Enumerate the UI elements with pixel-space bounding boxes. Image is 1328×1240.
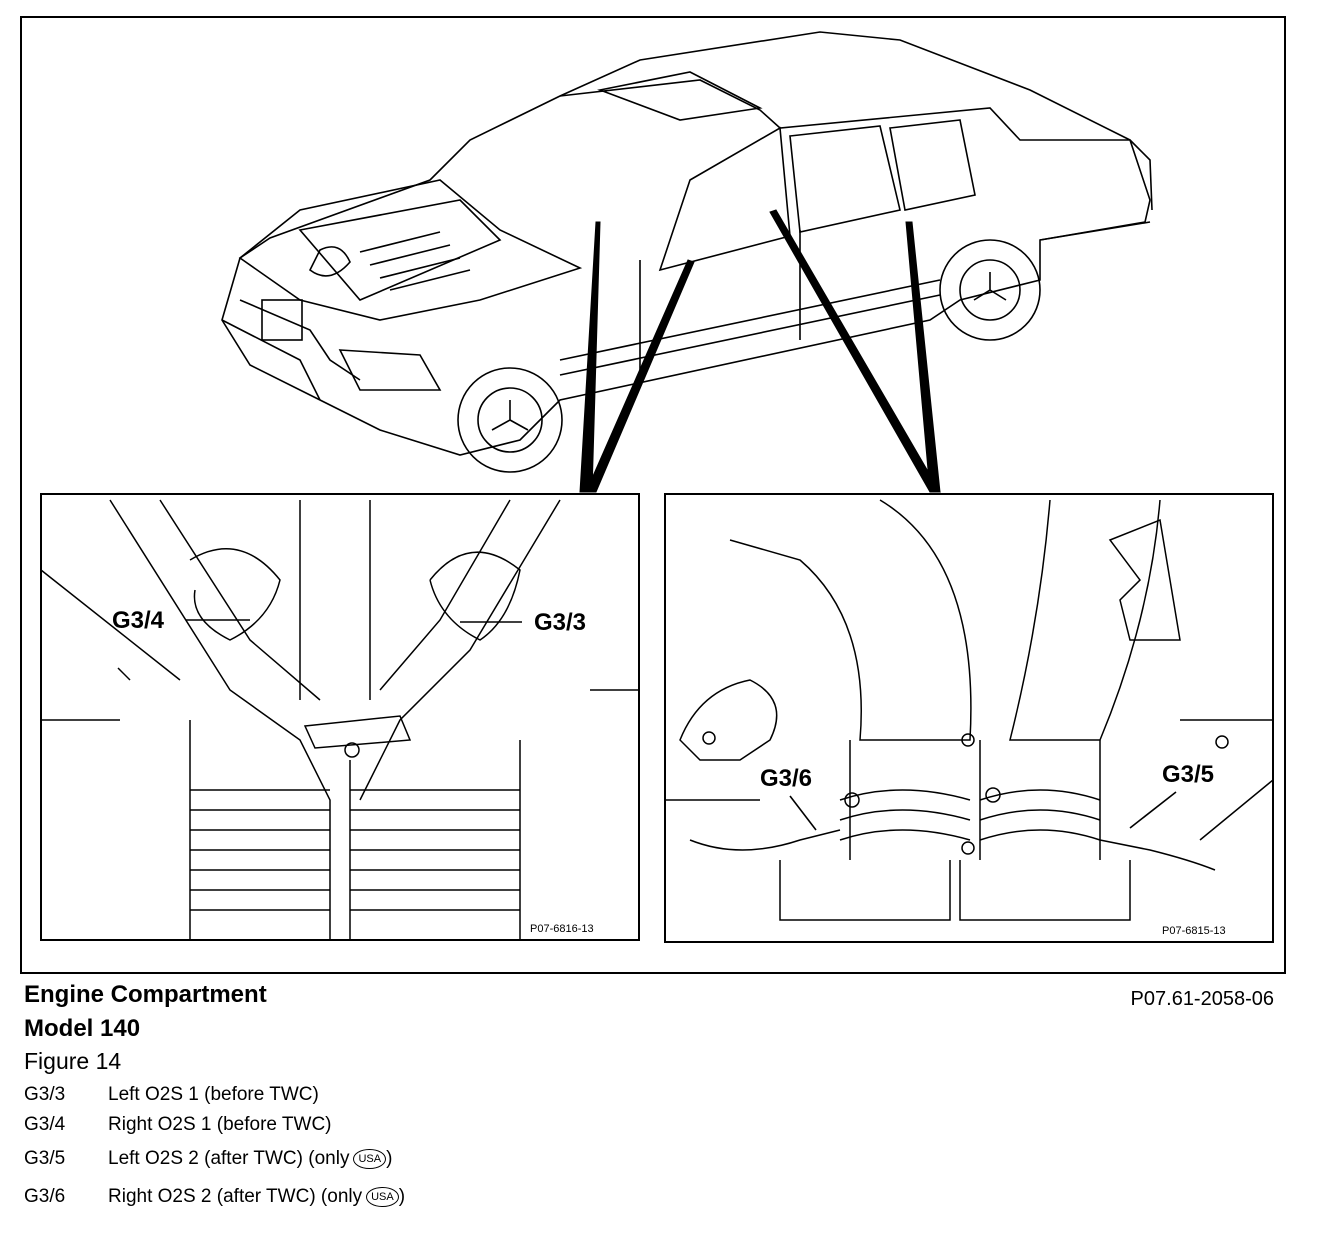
label-g3-4: G3/4 — [112, 607, 165, 634]
legend-description-text: Left O2S 1 (before TWC) — [108, 1084, 319, 1105]
reference-code: P07.61-2058-06 — [1130, 988, 1274, 1010]
detail-right-box: G3/6 G3/5 P07-6815-13 — [664, 493, 1274, 943]
photo-code-right: P07-6815-13 — [1162, 925, 1226, 937]
legend-code: G3/6 — [24, 1186, 66, 1207]
label-g3-3: G3/3 — [534, 609, 586, 636]
detail-left-box: G3/4 G3/3 P07-6816-13 — [40, 493, 640, 941]
legend-description: Right O2S 1 (before TWC) — [108, 1114, 332, 1136]
pointer-wedges — [579, 209, 941, 493]
figure-label: Figure 14 — [24, 1048, 122, 1074]
caption-title: Engine Compartment — [24, 981, 267, 1008]
legend-description-text: Right O2S 1 (before TWC) — [108, 1114, 332, 1135]
label-g3-6: G3/6 — [760, 765, 812, 792]
label-g3-5: G3/5 — [1162, 761, 1214, 788]
legend-description-text: Right O2S 2 (after TWC) (only — [108, 1186, 363, 1207]
diagram-drawing: G3/4 G3/3 P07-6816-13 G3/6 G3/ — [40, 31, 1274, 943]
caption-block: Engine Compartment Model 140 Figure 14 — [24, 978, 267, 1076]
legend-code: G3/3 — [24, 1084, 66, 1105]
usa-badge-icon: USA — [366, 1186, 399, 1207]
legend-code: G3/5 — [24, 1148, 66, 1169]
photo-code-left: P07-6816-13 — [530, 923, 594, 935]
legend-description-text: Left O2S 2 (after TWC) (only — [108, 1148, 350, 1169]
legend-suffix: ) — [386, 1148, 393, 1169]
usa-badge-icon: USA — [353, 1148, 387, 1169]
legend-description: Left O2S 1 (before TWC) — [108, 1084, 319, 1106]
legend-suffix: ) — [398, 1186, 406, 1207]
caption-model: Model 140 — [24, 1015, 141, 1042]
car-illustration — [221, 31, 1153, 473]
figure-frame — [20, 16, 1286, 974]
legend-code: G3/4 — [24, 1114, 66, 1135]
